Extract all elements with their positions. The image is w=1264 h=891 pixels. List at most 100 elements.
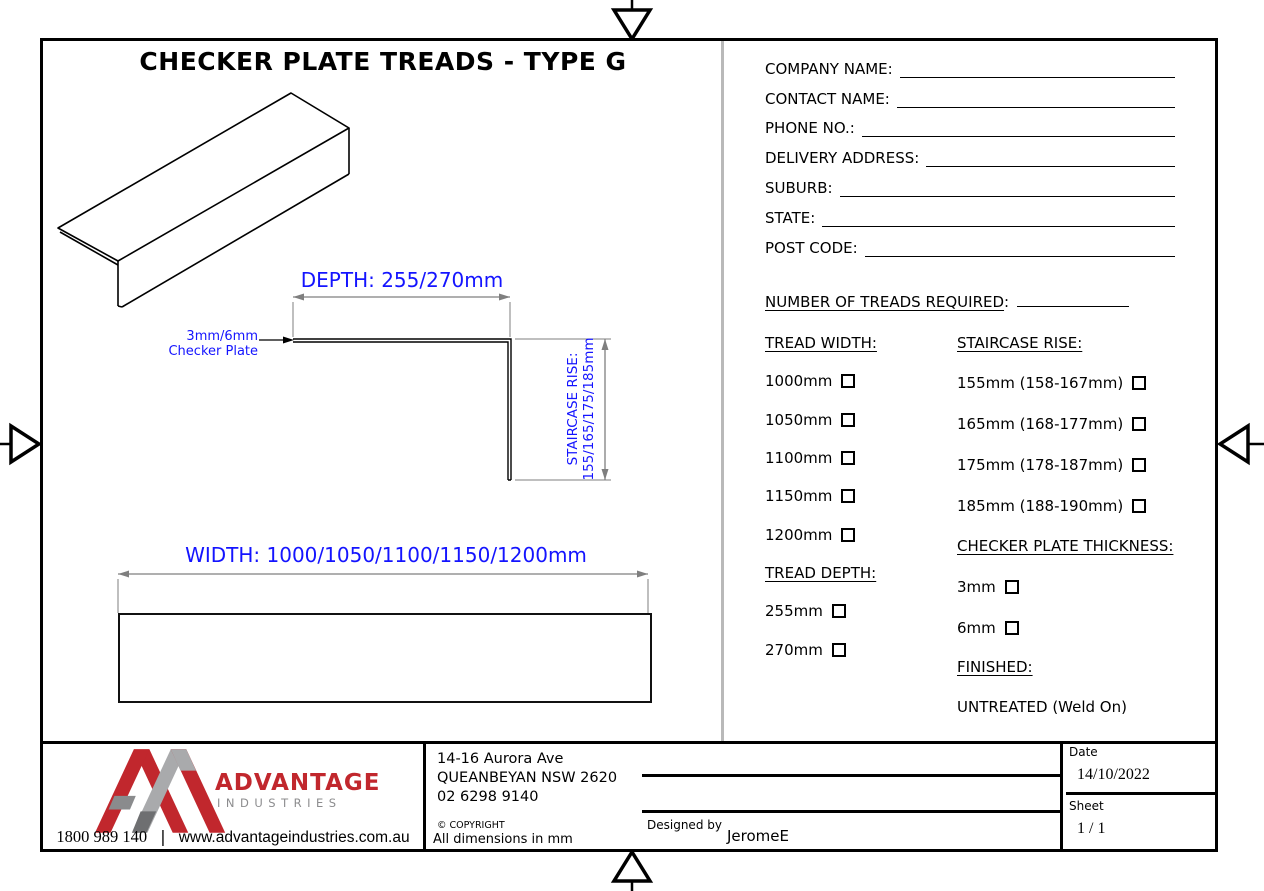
date-label: Date <box>1069 745 1098 759</box>
width-dimension-lines <box>117 570 649 613</box>
company-phone: 1800 989 140 <box>56 827 148 846</box>
option-label: 1150mm <box>765 487 833 505</box>
width-dimension-label: WIDTH: 1000/1050/1100/1150/1200mm <box>185 543 587 567</box>
checkbox-tread-width-1150mm[interactable] <box>841 489 856 503</box>
plate-thickness-heading: CHECKER PLATE THICKNESS: <box>957 537 1174 555</box>
option-thickness-3mm: 3mm <box>957 577 1019 597</box>
brand-subname: INDUSTRIES <box>217 796 342 810</box>
sheet-value: 1 / 1 <box>1077 820 1106 837</box>
option-label: 155mm (158-167mm) <box>957 374 1124 392</box>
checkbox-tread-width-1050mm[interactable] <box>841 413 856 427</box>
checkbox-rise-185mm[interactable] <box>1132 499 1147 513</box>
suburb-input[interactable] <box>839 179 1175 197</box>
company-name-input[interactable] <box>899 60 1175 78</box>
designed-by-value: JeromeE <box>727 827 789 845</box>
option-label: 185mm (188-190mm) <box>957 497 1124 515</box>
profile-section-drawing <box>259 293 611 481</box>
option-label: 1000mm <box>765 372 833 390</box>
suburb-field: SUBURB: <box>765 176 1175 197</box>
contact-name-input[interactable] <box>896 90 1175 108</box>
checkbox-tread-depth-255mm[interactable] <box>831 604 846 618</box>
option-tread-width-1100: 1100mm <box>765 448 856 468</box>
tread-depth-heading: TREAD DEPTH: <box>765 564 877 582</box>
option-tread-depth-255: 255mm <box>765 601 846 621</box>
isometric-tread-drawing <box>57 92 350 308</box>
address-cell: 14-16 Aurora Ave QUEANBEYAN NSW 2620 02 … <box>429 744 642 849</box>
dimensions-note: All dimensions in mm <box>433 832 573 847</box>
post-code-label: POST CODE: <box>765 239 858 257</box>
page-title: CHECKER PLATE TREADS - TYPE G <box>139 47 627 76</box>
address-line2: QUEANBEYAN NSW 2620 <box>437 770 618 786</box>
contact-name-label: CONTACT NAME: <box>765 90 890 108</box>
treads-required-colon: : <box>1004 293 1010 311</box>
state-field: STATE: <box>765 206 1175 227</box>
option-tread-depth-270: 270mm <box>765 640 846 660</box>
address-line3: 02 6298 9140 <box>437 789 539 805</box>
phone-no-field: PHONE NO.: <box>765 116 1175 137</box>
treads-required-field: NUMBER OF TREADS REQUIRED: <box>765 291 1130 311</box>
suburb-label: SUBURB: <box>765 179 833 197</box>
designed-by-row: Designed by JeromeE <box>642 816 1060 849</box>
depth-dimension-label: DEPTH: 255/270mm <box>300 268 504 292</box>
checkbox-tread-depth-270mm[interactable] <box>831 643 846 657</box>
option-label: 165mm (168-177mm) <box>957 415 1124 433</box>
rise-label-line1: STAIRCASE RISE: <box>565 352 581 466</box>
checkbox-rise-165mm[interactable] <box>1132 417 1147 431</box>
phone-no-label: PHONE NO.: <box>765 119 855 137</box>
date-value: 14/10/2022 <box>1077 766 1150 783</box>
option-label: 270mm <box>765 641 823 659</box>
checkbox-thickness-3mm[interactable] <box>1004 580 1019 594</box>
option-rise-165: 165mm (168-177mm) <box>957 414 1147 434</box>
logo-cell: ADVANTAGE INDUSTRIES 1800 989 140 | www.… <box>43 744 426 849</box>
checkbox-tread-width-1200mm[interactable] <box>841 528 856 542</box>
option-rise-175: 175mm (178-187mm) <box>957 455 1147 475</box>
checkbox-rise-175mm[interactable] <box>1132 458 1147 472</box>
checkbox-thickness-6mm[interactable] <box>1004 621 1019 635</box>
date-sheet-cell: Date 14/10/2022 Sheet 1 / 1 <box>1066 744 1215 849</box>
contact-name-field: CONTACT NAME: <box>765 87 1175 108</box>
advantage-logo-icon <box>95 749 226 833</box>
title-block: ADVANTAGE INDUSTRIES 1800 989 140 | www.… <box>40 741 1218 852</box>
option-label: 3mm <box>957 578 996 596</box>
contact-line: 1800 989 140 | www.advantageindustries.c… <box>43 827 423 847</box>
phone-no-input[interactable] <box>861 119 1175 137</box>
option-tread-width-1000: 1000mm <box>765 371 856 391</box>
checkbox-rise-155mm[interactable] <box>1132 376 1147 390</box>
checkbox-tread-width-1000mm[interactable] <box>841 374 856 388</box>
empty-row-2 <box>642 780 1060 813</box>
finished-heading: FINISHED: <box>957 658 1033 676</box>
option-rise-155: 155mm (158-167mm) <box>957 373 1147 393</box>
tread-width-heading: TREAD WIDTH: <box>765 334 877 352</box>
option-label: 255mm <box>765 602 823 620</box>
treads-required-label: NUMBER OF TREADS REQUIRED <box>765 293 1005 311</box>
rise-label-line2: 155/165/175/185mm <box>581 337 597 481</box>
post-code-input[interactable] <box>864 239 1175 257</box>
revision-rows-cell: Designed by JeromeE <box>642 744 1063 849</box>
center-mark-bottom-icon <box>610 850 654 891</box>
option-label: 175mm (178-187mm) <box>957 456 1124 474</box>
center-mark-top-icon <box>610 0 654 41</box>
checkbox-tread-width-1100mm[interactable] <box>841 451 856 465</box>
delivery-address-label: DELIVERY ADDRESS: <box>765 149 920 167</box>
company-name-label: COMPANY NAME: <box>765 60 893 78</box>
tread-plan-rectangle <box>118 613 652 703</box>
panel-divider <box>721 41 724 741</box>
center-mark-right-icon <box>1218 422 1264 466</box>
treads-required-input[interactable] <box>1017 291 1130 307</box>
option-rise-185: 185mm (188-190mm) <box>957 496 1147 516</box>
separator: | <box>160 827 166 846</box>
delivery-address-input[interactable] <box>926 149 1175 167</box>
empty-row-1 <box>642 744 1060 777</box>
address-line1: 14-16 Aurora Ave <box>437 751 564 767</box>
plate-thickness-note: 3mm/6mm Checker Plate <box>157 329 258 359</box>
center-mark-left-icon <box>0 422 42 466</box>
option-tread-width-1150: 1150mm <box>765 486 856 506</box>
staircase-rise-heading: STAIRCASE RISE: <box>957 334 1083 352</box>
finished-value: UNTREATED (Weld On) <box>957 698 1127 716</box>
brand-name: ADVANTAGE <box>215 770 381 796</box>
option-thickness-6mm: 6mm <box>957 618 1019 638</box>
company-website[interactable]: www.advantageindustries.com.au <box>178 829 410 846</box>
option-label: 1100mm <box>765 449 833 467</box>
sheet-box: Sheet 1 / 1 <box>1066 798 1215 849</box>
state-input[interactable] <box>822 209 1175 227</box>
